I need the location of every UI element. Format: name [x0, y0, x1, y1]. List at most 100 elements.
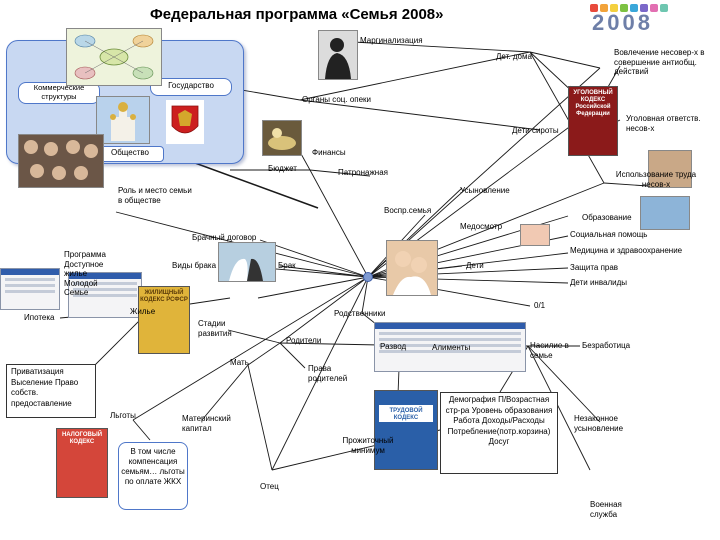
- demography-box: Демография П/Возрастная стр-ра Уровень о…: [440, 392, 558, 474]
- social-help-label: Социальная помощь: [570, 230, 648, 239]
- alimony-label: Алименты: [432, 343, 471, 352]
- finance-photo: [262, 120, 302, 156]
- benefits-label: Льготы: [110, 411, 136, 420]
- family-photo: [386, 240, 438, 296]
- teen-labor-label: Использование труда несов-х: [615, 170, 697, 189]
- orphans-label: Дети сироты: [512, 126, 559, 135]
- marginalization-label: Маргинализация: [360, 36, 423, 45]
- teen-labor-photo: [648, 150, 692, 188]
- screen-line: [73, 288, 137, 291]
- screen-line: [5, 278, 55, 281]
- social-guardianship-label: Органы соц. опеки: [302, 95, 372, 104]
- unemployment-label: Безработица: [582, 341, 631, 350]
- living-minimum-label: Прожиточный минимум: [342, 436, 394, 455]
- divorce-screenshot: [374, 322, 526, 372]
- labor-code-title: ТРУДОВОЙ КОДЕКС: [379, 405, 433, 422]
- father-label: Отец: [260, 482, 279, 491]
- finance-art: [268, 128, 296, 150]
- faces-collage: [18, 134, 104, 188]
- program-label: Программа Доступное жилье Молодой Семье: [64, 250, 106, 297]
- marriage-label: Брак: [278, 261, 296, 270]
- medical-exam-label: Медосмотр: [460, 222, 503, 231]
- mindmap-thumbnail-art: [74, 34, 154, 80]
- marginalization-photo: [318, 30, 358, 80]
- relatives-label: Родственники: [334, 309, 386, 318]
- education-photo: [640, 196, 690, 230]
- illegal-adoption-label: Незаконное усыновление: [574, 414, 624, 433]
- mindmap-thumbnail: [66, 28, 162, 86]
- dev-stages-label: Стадии развития: [198, 319, 232, 338]
- tax-code-title: НАЛОГОВЫЙ КОДЕКС: [61, 432, 103, 445]
- privatization-box: Приватизация Выселение Право собств. пре…: [6, 364, 96, 418]
- screen-line: [5, 284, 55, 287]
- screen-line: [5, 290, 55, 293]
- faces-collage-art: [24, 140, 98, 180]
- housing-code-book: ЖИЛИЩНЫЙ КОДЕКС РСФСР: [138, 286, 190, 354]
- logo-year: 2008: [592, 10, 653, 35]
- marriage-contract-label: Брачный договор: [192, 233, 257, 242]
- church-photo: [96, 96, 150, 144]
- screen-line: [73, 282, 137, 285]
- logo-square: [590, 4, 598, 12]
- criminal-code-title: УГОЛОВНЫЙ КОДЕКС Российской Федерации: [573, 90, 613, 117]
- age-zero-one-label: 0/1: [534, 301, 546, 310]
- role-family-label: Роль и место семьи в обществе: [118, 186, 192, 205]
- central-hub-node: [363, 272, 373, 282]
- housing-screenshot: [68, 272, 142, 318]
- page-title: Федеральная программа «Семья 2008»: [150, 6, 444, 23]
- military-label: Военная служба: [590, 500, 622, 519]
- adoption-label: Усыновление: [460, 186, 510, 195]
- children-label: Дети: [466, 261, 484, 270]
- program-screenshot: [0, 268, 60, 310]
- logo-square: [600, 4, 608, 12]
- family-violence-label: Насилие в семье: [530, 341, 569, 360]
- commercial-structures-label: Коммерческие структуры: [18, 82, 100, 104]
- rights-protection-label: Защита прав: [570, 263, 619, 272]
- marginalization-art: [325, 38, 351, 79]
- family-art: [393, 251, 431, 295]
- screen-bar: [1, 269, 59, 275]
- disabled-children-label: Дети инвалиды: [570, 278, 628, 287]
- screen-line: [379, 332, 521, 335]
- finance-label: Финансы: [312, 148, 346, 157]
- medicine-label: Медицина и здравоохранение: [570, 246, 683, 255]
- coat-of-arms-art: [171, 105, 199, 134]
- medical-photo: [520, 224, 550, 246]
- logo-square: [640, 4, 648, 12]
- housing-code-title: ЖИЛИЩНЫЙ КОДЕКС РСФСР: [140, 290, 188, 303]
- marriage-types-label: Виды брака: [172, 261, 217, 270]
- divorce-label: Развод: [380, 342, 407, 351]
- screen-bar: [375, 323, 525, 329]
- screen-line: [379, 338, 521, 341]
- society-label: Общество: [96, 146, 164, 162]
- logo-square: [610, 4, 618, 12]
- mortgage-label: Ипотека: [24, 313, 55, 322]
- education-label: Образование: [582, 213, 632, 222]
- logo-square: [660, 4, 668, 12]
- screen-line: [379, 350, 521, 353]
- church-art: [110, 102, 136, 141]
- compensation-box: В том числе компенсация семьям… льготы п…: [118, 442, 188, 510]
- parents-label: Родители: [286, 336, 322, 345]
- foster-family-label: Воспр.семья: [384, 206, 432, 215]
- logo-square: [620, 4, 628, 12]
- screen-line: [379, 344, 521, 347]
- coat-of-arms: [166, 100, 204, 144]
- screen-bar: [69, 273, 141, 279]
- teen-involvement-label: Вовлечение несовер-х в совершение антиоб…: [614, 48, 705, 76]
- orphanages-label: Дет. дома: [496, 52, 532, 61]
- logo-color-squares: [590, 4, 714, 12]
- logo-square: [630, 4, 638, 12]
- criminal-liability-label: Уголовная ответств. несов-х: [626, 114, 701, 133]
- screen-line: [73, 294, 137, 297]
- labor-code-book: ТРУДОВОЙ КОДЕКС: [374, 390, 438, 470]
- parental-rights-label: Права родителей: [308, 364, 348, 383]
- wedding-photo: [218, 242, 276, 282]
- budget-label: Бюджет: [268, 164, 297, 173]
- state-label: Государство: [150, 78, 232, 96]
- logo-square: [650, 4, 658, 12]
- family-year-logo: 2008: [582, 4, 714, 38]
- criminal-code-book: УГОЛОВНЫЙ КОДЕКС Российской Федерации: [568, 86, 618, 156]
- housing-label: Жилье: [130, 307, 156, 316]
- mother-label: Мать: [230, 358, 249, 367]
